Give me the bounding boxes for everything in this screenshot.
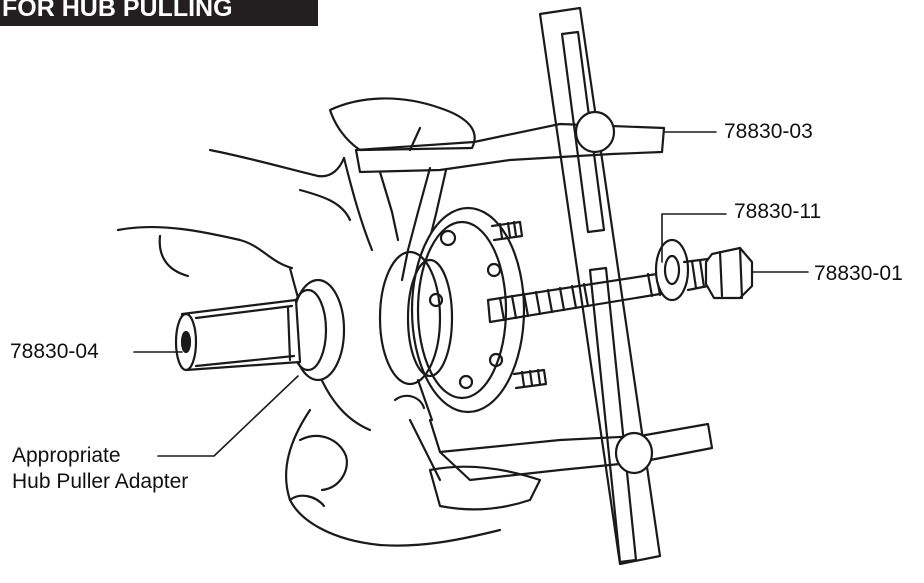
hub-flange [378, 206, 526, 414]
bearing-stub [174, 278, 346, 382]
adapter-label-line2: Hub Puller Adapter [12, 470, 189, 493]
hex-nut [704, 246, 754, 300]
part-label-78830-01: 78830-01 [814, 262, 903, 285]
upper-pivot [574, 110, 616, 154]
washer [654, 238, 690, 302]
part-label-78830-11: 78830-11 [734, 200, 822, 223]
wheel-studs [490, 220, 548, 390]
page-title: FOR HUB PULLING [0, 0, 318, 26]
part-label-78830-03: 78830-03 [724, 120, 813, 143]
leader-lines [133, 131, 809, 457]
lower-jaw [416, 378, 714, 482]
adapter-label-line1: Appropriate [12, 444, 121, 467]
slotted-bar [538, 6, 662, 566]
lower-pivot [614, 431, 654, 475]
part-label-78830-04: 78830-04 [10, 340, 99, 363]
